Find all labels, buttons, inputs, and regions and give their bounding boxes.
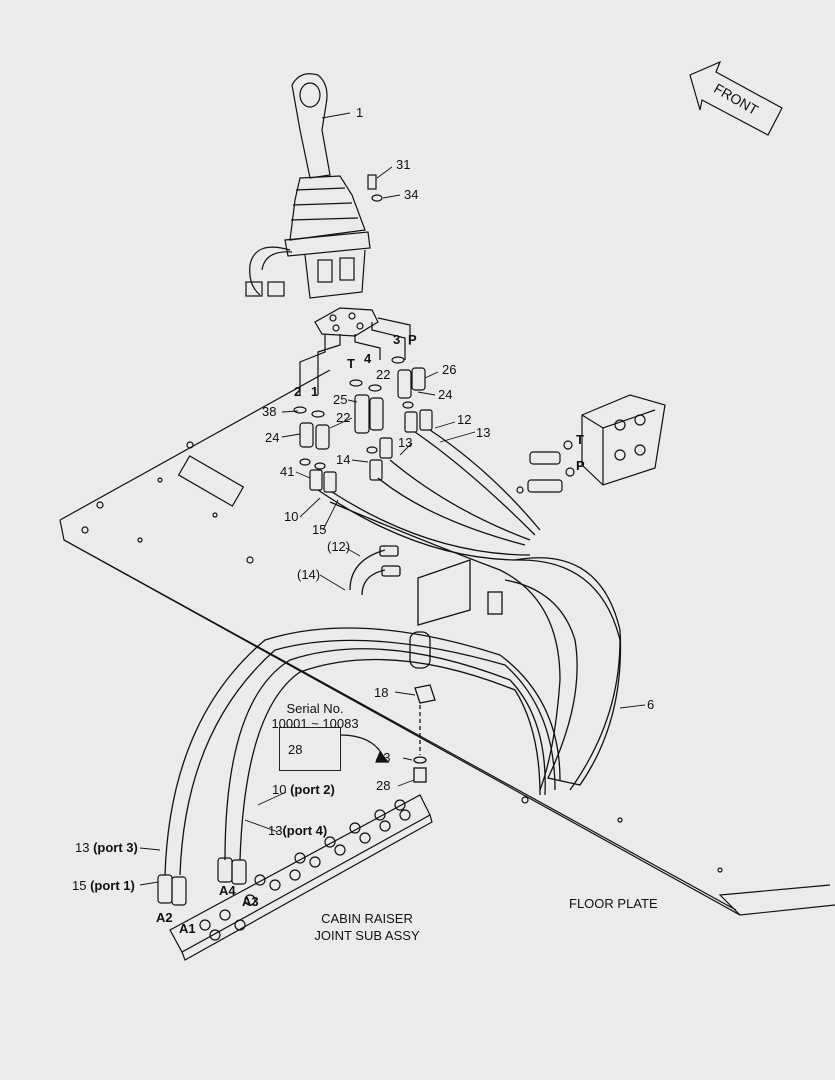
callout-12-ref: (12) <box>327 539 351 554</box>
callout-3: 3 <box>393 332 401 347</box>
callout-28a: 28 <box>288 742 303 757</box>
callout-p-top: P <box>408 332 417 347</box>
callout-a1: A1 <box>179 921 196 936</box>
mounting-plate-icon <box>299 307 411 395</box>
callout-a4: A4 <box>219 883 236 898</box>
port-label-10-num: 10 <box>272 782 287 797</box>
port-label-13-port4: 13(port 4) <box>268 824 327 838</box>
valve-block-icon <box>527 394 666 493</box>
callout-31: 31 <box>396 157 411 172</box>
port-label-13-port3: 13 (port 3) <box>75 841 138 855</box>
port-label-13-port4-num: 13 <box>268 823 283 838</box>
callout-4: 4 <box>364 351 372 366</box>
front-arrow-icon <box>689 60 783 136</box>
callout-2: 2 <box>294 384 302 399</box>
callout-22b: 22 <box>336 410 351 425</box>
port-label-15: 15 (port 1) <box>72 879 135 893</box>
callout-26: 26 <box>442 362 457 377</box>
callout-t-top: T <box>347 356 355 371</box>
callout-13b: 13 <box>398 435 413 450</box>
callout-t-valve: T <box>576 432 584 447</box>
callout-18: 18 <box>374 685 389 700</box>
port-label-10: 10 (port 2) <box>272 783 335 797</box>
callout-12: 12 <box>457 412 472 427</box>
serial-title: Serial No. <box>286 701 344 716</box>
callout-34: 34 <box>404 187 419 202</box>
callout-10: 10 <box>284 509 299 524</box>
callout-41: 41 <box>280 464 295 479</box>
joint-assembly-icon <box>157 794 433 961</box>
cabin-raiser-label-1: CABIN RAISER <box>321 911 413 926</box>
fittings-icon <box>293 356 433 493</box>
callout-1: 1 <box>356 105 364 120</box>
callout-28b: 28 <box>376 778 391 793</box>
cabin-raiser-label-2: JOINT SUB ASSY <box>314 928 420 943</box>
port-label-13-port3-num: 13 <box>75 840 90 855</box>
callout-14-ref: (14) <box>297 567 321 582</box>
port-label-10-port: (port 2) <box>290 782 335 797</box>
callout-38: 38 <box>262 404 277 419</box>
port-label-15-port: (port 1) <box>90 878 135 893</box>
floor-plate-outline <box>59 369 835 916</box>
callout-15: 15 <box>312 522 327 537</box>
callout-14: 14 <box>336 452 351 467</box>
callout-24a: 24 <box>438 387 453 402</box>
port-label-13-port4-port: (port 4) <box>282 823 328 838</box>
joystick-icon <box>245 73 371 299</box>
port-label-13-port3-port: (port 3) <box>93 840 138 855</box>
callout-24b: 24 <box>265 430 280 445</box>
leader-lines <box>139 112 646 886</box>
callout-13a: 13 <box>476 425 491 440</box>
callout-6: 6 <box>647 697 655 712</box>
callout-1b: 1 <box>311 384 319 399</box>
floor-plate-label: FLOOR PLATE <box>569 896 658 911</box>
callout-43: 43 <box>376 750 391 765</box>
port-label-15-num: 15 <box>72 878 87 893</box>
callout-25: 25 <box>333 392 348 407</box>
serial-inset-box <box>279 727 341 771</box>
callout-22a: 22 <box>376 367 391 382</box>
hose-bundle-icon <box>164 429 622 876</box>
callout-a2: A2 <box>156 910 173 925</box>
callout-p-valve: P <box>576 458 585 473</box>
bolt-icon <box>367 174 383 202</box>
callout-a3: A3 <box>242 894 259 909</box>
